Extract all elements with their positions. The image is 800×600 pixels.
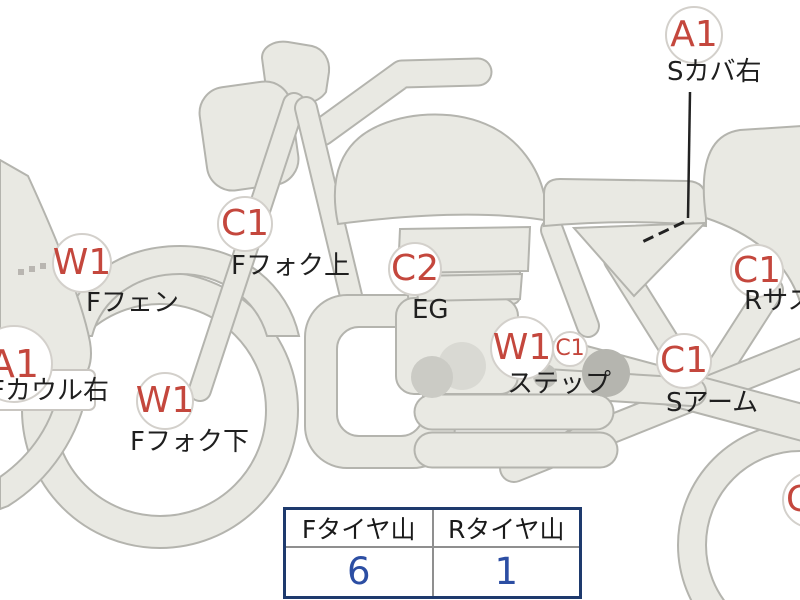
part-label-r-suspension: Rサス xyxy=(744,286,800,316)
condition-badge-f-fork-upper: C1 xyxy=(217,196,273,252)
condition-badge-engine: C2 xyxy=(388,242,442,296)
rear-wheel xyxy=(677,422,800,600)
part-label-f-fender: Fフェン xyxy=(86,288,179,318)
condition-badge-s-cover-right: A1 xyxy=(665,6,723,64)
part-label-engine: EG xyxy=(412,295,449,325)
r-tire-header: Rタイヤ山 xyxy=(431,507,582,548)
frame-seat-tube-fill xyxy=(542,220,598,336)
condition-code: C1 xyxy=(785,479,800,520)
condition-badge-step-c: C1 xyxy=(552,331,588,367)
condition-code: C1 xyxy=(659,340,709,381)
front-cowl-lower xyxy=(0,380,90,511)
f-tire-header: Fタイヤ山 xyxy=(283,507,434,548)
condition-code: W1 xyxy=(135,380,195,421)
part-label-f-cowl-right: Fカウル右 xyxy=(0,376,109,406)
condition-badge-f-fender: W1 xyxy=(52,233,112,293)
r-tire-value: 1 xyxy=(431,546,582,598)
part-label-step: ステップ xyxy=(507,369,612,399)
part-label-f-fork-lower: Fフォク下 xyxy=(130,427,249,457)
seat xyxy=(543,177,707,228)
tire-table-value-row: 6 1 xyxy=(283,546,582,598)
part-label-f-fork-upper: Fフォク上 xyxy=(231,251,350,281)
part-label-swing-arm: Sアーム xyxy=(666,388,759,418)
condition-code: C1 xyxy=(555,336,585,361)
condition-code: W1 xyxy=(52,242,112,283)
condition-code: C2 xyxy=(390,248,440,289)
condition-code: W1 xyxy=(492,327,552,368)
footpeg-right xyxy=(582,349,630,397)
part-label-s-cover-right: Sカバ右 xyxy=(667,57,762,87)
footpeg-left xyxy=(411,356,453,398)
handlebar-fill xyxy=(309,59,491,145)
fuel-tank xyxy=(333,113,545,226)
side-cover xyxy=(571,221,708,298)
tire-tread-table: Fタイヤ山 Rタイヤ山 6 1 xyxy=(283,507,582,599)
dotted-line xyxy=(18,263,46,275)
callout-pointer-dashes xyxy=(639,220,685,245)
condition-badge-f-fork-lower: W1 xyxy=(136,372,194,430)
frame-downtube-fill xyxy=(296,98,362,310)
condition-badge-swing-arm: C1 xyxy=(656,333,712,389)
f-tire-value: 6 xyxy=(283,546,434,598)
condition-code: A1 xyxy=(0,342,40,386)
condition-badge-step-w: W1 xyxy=(490,316,554,380)
condition-badge-r-suspension: C1 xyxy=(730,244,784,298)
tire-table-header-row: Fタイヤ山 Rタイヤ山 xyxy=(283,507,582,548)
condition-code: C1 xyxy=(220,203,270,244)
condition-code: A1 xyxy=(670,14,718,55)
callout-pointer-line xyxy=(686,91,692,219)
condition-code: C1 xyxy=(732,250,782,291)
